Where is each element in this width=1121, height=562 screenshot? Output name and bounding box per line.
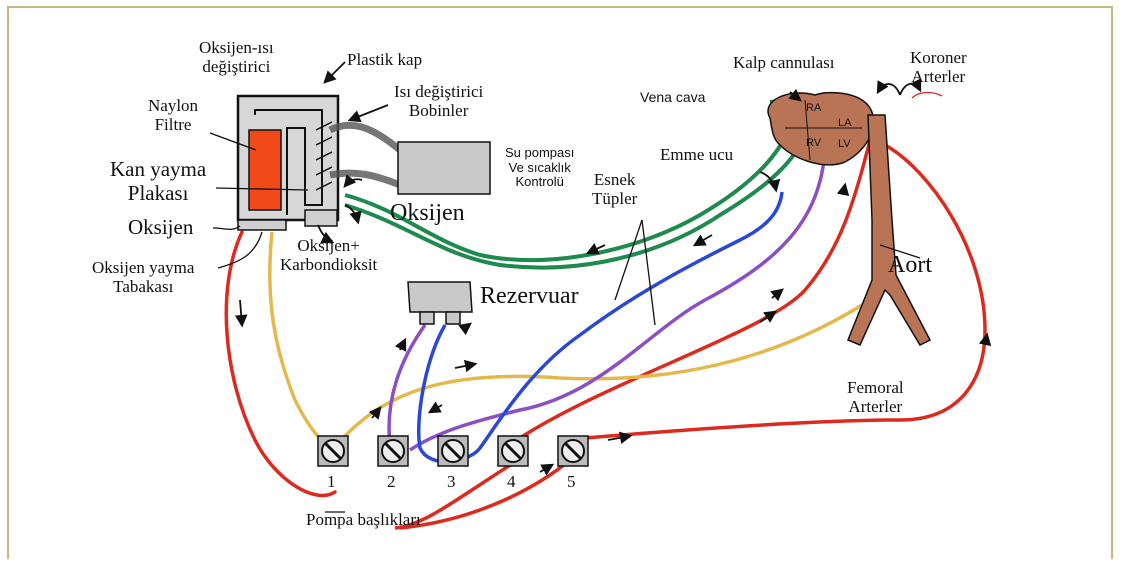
pump-head-2 xyxy=(377,435,409,467)
label-vena-cava: Vena cava xyxy=(640,89,706,105)
label-oxygen-spread: Oksijen yayma Tabakası xyxy=(92,258,195,297)
aorta xyxy=(847,114,932,346)
pump-head-3 xyxy=(437,435,469,467)
label-oxy-co2: Oksijen+ Karbondioksit xyxy=(280,236,378,275)
leader-lines xyxy=(209,132,921,513)
reservoir-shape xyxy=(407,281,473,325)
red-tube-5 xyxy=(399,458,572,530)
label-flex-tubes: Esnek Tüpler xyxy=(592,170,638,209)
flow-arrows xyxy=(234,61,992,476)
pump-number-1: 1 xyxy=(327,472,336,491)
label-suction-tip: Emme ucu xyxy=(660,145,734,164)
red-tube-left xyxy=(224,230,337,498)
label-aort: Aort xyxy=(888,252,932,278)
pump-number-3: 3 xyxy=(447,472,456,491)
label-pump-heads: Pompa başlıkları xyxy=(306,510,421,529)
label-heat-coils: Isı değiştirici Bobinler xyxy=(394,82,484,121)
blue-tube xyxy=(416,191,784,464)
chamber-la: LA xyxy=(838,117,852,129)
red-tube-femoral xyxy=(584,143,987,440)
label-blood-plate: Kan yayma Plakası xyxy=(110,157,207,205)
oxygenator xyxy=(236,94,340,231)
label-oxygen-big: Oksijen xyxy=(390,200,465,226)
label-femoral-arteries: Femoral Arterler xyxy=(847,378,904,417)
arterler-underline xyxy=(911,91,943,99)
red-tube-aorta xyxy=(519,139,872,440)
pump-number-4: 4 xyxy=(507,472,516,491)
water-pump-box xyxy=(397,141,491,195)
pump-number-2: 2 xyxy=(387,472,396,491)
label-water-pump: Su pompası Ve sıcaklık Kontrolü xyxy=(505,145,575,190)
pump-head-5 xyxy=(557,435,589,467)
pump-head-1 xyxy=(317,435,349,467)
pump-number-5: 5 xyxy=(567,472,576,491)
nylon-filter-element xyxy=(248,129,282,211)
chamber-rv: RV xyxy=(806,137,822,149)
chamber-lv: LV xyxy=(838,138,851,150)
pump-heads xyxy=(317,435,589,467)
pump-head-4 xyxy=(497,435,529,467)
label-plastic-cap: Plastik kap xyxy=(347,50,423,69)
label-nylon-filter: Naylon Filtre xyxy=(148,96,199,135)
label-coronary-arteries: Koroner Arterler xyxy=(910,48,967,87)
coil-tubing xyxy=(328,121,403,189)
label-heart-cannula: Kalp cannulası xyxy=(733,53,835,72)
label-oxygen-left: Oksijen xyxy=(128,215,194,239)
chamber-ra: RA xyxy=(806,102,822,114)
purple-tube xyxy=(387,149,827,452)
label-reservoir: Rezervuar xyxy=(480,283,579,309)
label-oxy-heat-exchanger: Oksijen-ısı değiştirici xyxy=(199,38,274,77)
